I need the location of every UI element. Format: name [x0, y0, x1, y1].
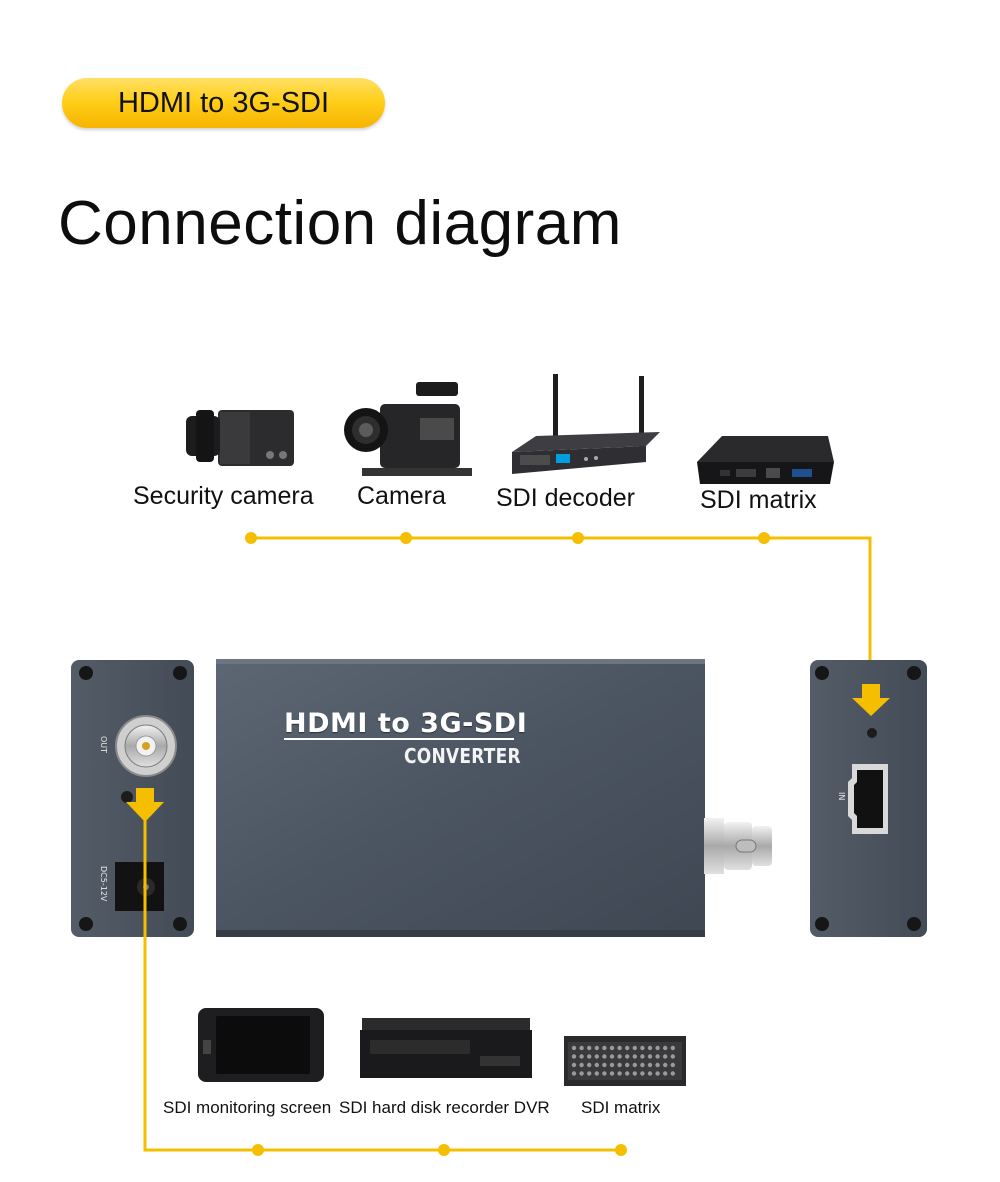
bnc-out-port — [115, 715, 177, 777]
sdi-matrix-box-icon — [697, 436, 834, 484]
hdmi-in-port — [848, 764, 888, 834]
rack-port-dot — [602, 1071, 607, 1076]
dc-power-port — [115, 862, 164, 911]
out-port-label: OUT — [99, 736, 108, 754]
rack-port-dot — [587, 1062, 592, 1068]
rack-port-dot — [640, 1062, 645, 1068]
rack-port-dot — [632, 1071, 637, 1076]
status-led — [121, 791, 133, 803]
device-label-sdi-matrix-rack: SDI matrix — [581, 1098, 661, 1117]
output-arrow — [126, 788, 164, 822]
input-connector-line — [245, 532, 872, 690]
rack-port-dot — [640, 1054, 645, 1059]
dvr-icon — [360, 1018, 532, 1078]
rack-port-dot — [579, 1062, 584, 1068]
rack-port-dot — [663, 1054, 668, 1059]
rack-port-dot — [647, 1071, 653, 1076]
rack-port-dot — [609, 1045, 615, 1051]
rack-port-dot — [579, 1054, 584, 1059]
rack-port-dot — [602, 1062, 607, 1068]
rack-port-dot — [655, 1045, 660, 1051]
rack-port-dot — [571, 1045, 577, 1051]
rack-port-dot — [663, 1045, 668, 1051]
rack-port-dot — [571, 1062, 577, 1068]
rack-port-dot — [647, 1045, 653, 1051]
rack-port-dot — [625, 1054, 630, 1059]
rack-port-dot — [655, 1062, 660, 1068]
device-label-security-camera: Security camera — [133, 482, 314, 510]
input-panel — [810, 660, 927, 937]
rack-port-dot — [594, 1054, 599, 1059]
rack-port-dot — [625, 1062, 630, 1068]
sdi-decoder-icon — [512, 374, 660, 474]
rack-port-dot — [579, 1071, 584, 1076]
in-port-label: IN — [837, 792, 846, 801]
rack-port-dot — [609, 1054, 615, 1059]
converter-body — [216, 659, 772, 937]
rack-port-dot — [571, 1071, 577, 1076]
converter-subtitle: CONVERTER — [404, 744, 521, 768]
rack-port-dot — [579, 1045, 584, 1051]
monitor-icon — [198, 1008, 324, 1082]
rack-port-dot — [663, 1062, 668, 1068]
rack-port-dot — [594, 1045, 599, 1051]
device-label-dvr: SDI hard disk recorder DVR — [339, 1098, 550, 1117]
input-arrow — [852, 684, 890, 716]
rack-port-dot — [587, 1071, 592, 1076]
rack-port-dot — [647, 1054, 653, 1059]
rack-port-dot — [602, 1054, 607, 1059]
rack-port-dot — [655, 1071, 660, 1076]
rack-port-dot — [663, 1071, 668, 1076]
rack-port-dot — [632, 1062, 637, 1068]
output-panel — [71, 660, 194, 937]
rack-port-dot — [640, 1045, 645, 1051]
device-label-sdi-decoder: SDI decoder — [496, 484, 635, 512]
converter-title: HDMI to 3G-SDI — [284, 708, 528, 739]
rack-port-dot — [587, 1045, 592, 1051]
rack-port-dot — [670, 1071, 675, 1076]
rack-port-dot — [670, 1062, 675, 1068]
power-port-label: DC5-12V — [99, 866, 108, 902]
rack-port-dot — [625, 1071, 630, 1076]
rack-port-dot — [587, 1054, 592, 1059]
security-camera-icon — [186, 410, 294, 466]
page-title: Connection diagram — [58, 189, 622, 258]
rack-port-dot — [632, 1045, 637, 1051]
rack-port-dot — [647, 1062, 653, 1068]
device-label-monitoring-screen: SDI monitoring screen — [163, 1098, 332, 1117]
rack-port-dot — [670, 1045, 675, 1051]
rack-port-dot — [594, 1071, 599, 1076]
sdi-matrix-rack-icon — [564, 1036, 686, 1086]
rack-port-dot — [670, 1054, 675, 1059]
rack-port-dot — [655, 1054, 660, 1059]
rack-port-dot — [625, 1045, 630, 1051]
rack-port-dot — [594, 1062, 599, 1068]
rack-port-dot — [640, 1071, 645, 1076]
rack-port-dot — [609, 1062, 615, 1068]
rack-port-dot — [617, 1045, 622, 1051]
rack-port-dot — [617, 1054, 622, 1059]
cinema-camera-icon — [344, 382, 472, 476]
rack-port-dot — [609, 1071, 615, 1076]
rack-port-dot — [602, 1045, 607, 1051]
rack-port-dot — [571, 1054, 577, 1059]
rack-port-dot — [617, 1071, 622, 1076]
rack-port-dot — [617, 1062, 622, 1068]
device-label-sdi-matrix: SDI matrix — [700, 486, 817, 514]
output-connector-line — [143, 820, 627, 1156]
bnc-side-connector — [704, 818, 772, 874]
device-label-camera: Camera — [357, 482, 446, 510]
product-badge: HDMI to 3G-SDI — [62, 78, 385, 128]
rack-port-dot — [632, 1054, 637, 1059]
